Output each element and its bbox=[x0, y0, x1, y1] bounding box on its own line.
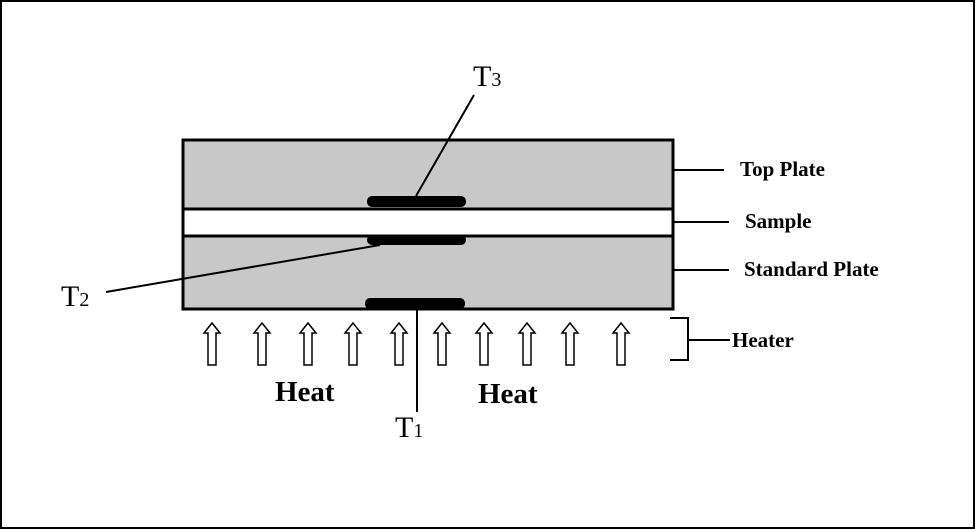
t3-label: T3 bbox=[473, 60, 501, 93]
heat-arrow-icon bbox=[611, 321, 631, 366]
top-plate-label: Top Plate bbox=[740, 157, 825, 181]
heat-arrow-icon bbox=[560, 321, 580, 366]
heater-label: Heater bbox=[732, 328, 794, 352]
sample-layer bbox=[181, 207, 675, 238]
heat-arrows bbox=[202, 321, 631, 366]
heat-arrow-icon bbox=[298, 321, 318, 366]
standard-plate bbox=[181, 234, 675, 311]
t1-label: T1 bbox=[395, 411, 423, 444]
heat-arrow-icon bbox=[343, 321, 363, 366]
t1-sensor-pad bbox=[365, 298, 465, 309]
sample-label: Sample bbox=[745, 209, 812, 233]
heat-arrow-icon bbox=[202, 321, 222, 366]
heat-label-left: Heat bbox=[275, 376, 335, 408]
heat-arrow-icon bbox=[474, 321, 494, 366]
heat-arrow-icon bbox=[517, 321, 537, 366]
heater-bracket bbox=[670, 317, 689, 361]
heat-label-right: Heat bbox=[478, 378, 538, 410]
t2-sensor-pad bbox=[367, 235, 466, 245]
standard-plate-label: Standard Plate bbox=[744, 257, 879, 281]
t3-leader-line bbox=[415, 94, 475, 197]
t3-sensor-pad bbox=[367, 196, 466, 207]
heat-arrow-icon bbox=[432, 321, 452, 366]
heat-arrow-icon bbox=[252, 321, 272, 366]
heat-arrow-icon bbox=[389, 321, 409, 366]
t2-label: T2 bbox=[61, 280, 89, 313]
t2-leader-line bbox=[105, 244, 381, 293]
